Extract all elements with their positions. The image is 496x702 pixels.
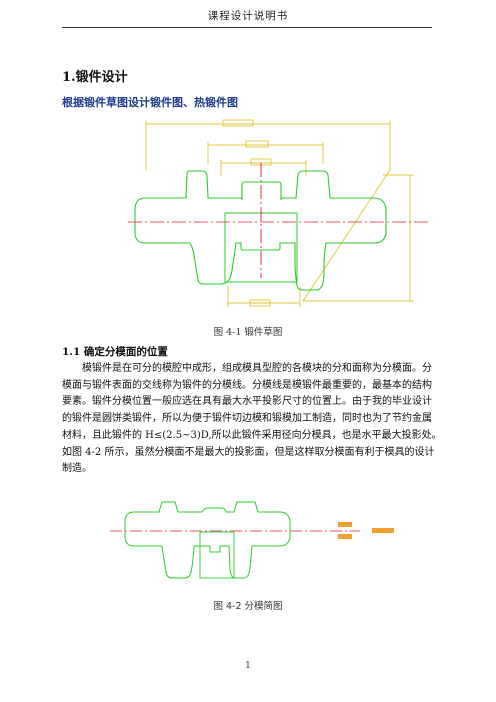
dimension-lines [145,119,414,307]
section-subtitle: 根据锻件草图设计锻件图、热锻件图 [62,96,238,109]
body-line: 要素。锻件分模位置一般应选在具有最大水平投影尺寸的位置上。由于我的毕业设计 [62,396,432,408]
body-line: 的锻件是圆饼类锻件，所以为便于锻件切边模和锻模加工制造，同时也为了节约金属 [62,413,432,425]
running-header: 课程设计说明书 [207,10,289,22]
forging-outline [134,170,387,291]
body-line: 模面与锻件表面的交线称为锻件的分模线。分模线是模锻件最重要的，最基本的结构 [62,379,432,391]
parting-plane-figure [110,501,394,579]
parting-inner-box [199,531,235,579]
figure1-caption: 图 4-1 锻件草图 [213,327,283,338]
lower-die-marker [338,534,352,539]
page-number: 1 [245,661,251,671]
upper-die-marker [338,522,352,527]
parting-label-marker [372,528,394,533]
subsection-title: 1.1 确定分模面的位置 [62,346,168,358]
body-line: 模锻件是在可分的模腔中成形，组成模具型腔的各模块的分和面称为分模面。分 [82,363,432,374]
header-rule [62,27,432,28]
body-paragraph: 模锻件是在可分的模腔中成形，组成模具型腔的各模块的分和面称为分模面。分 模面与锻… [62,361,442,478]
body-line: 制造。 [62,463,92,475]
body-line: 材料，且此锻件的 H≤(2.5~3)D,所以此锻件采用径向分模具，也是水平最大投… [62,429,442,441]
parting-outline [124,501,291,579]
section-title: 1.锻件设计 [62,70,128,85]
figure2-caption: 图 4-2 分模简图 [213,601,283,612]
forging-sketch-figure [128,119,428,307]
body-line: 如图 4-2 所示，虽然分模面不是最大的投影面，但是这样取分模面有利于模具的设计 [62,446,435,458]
